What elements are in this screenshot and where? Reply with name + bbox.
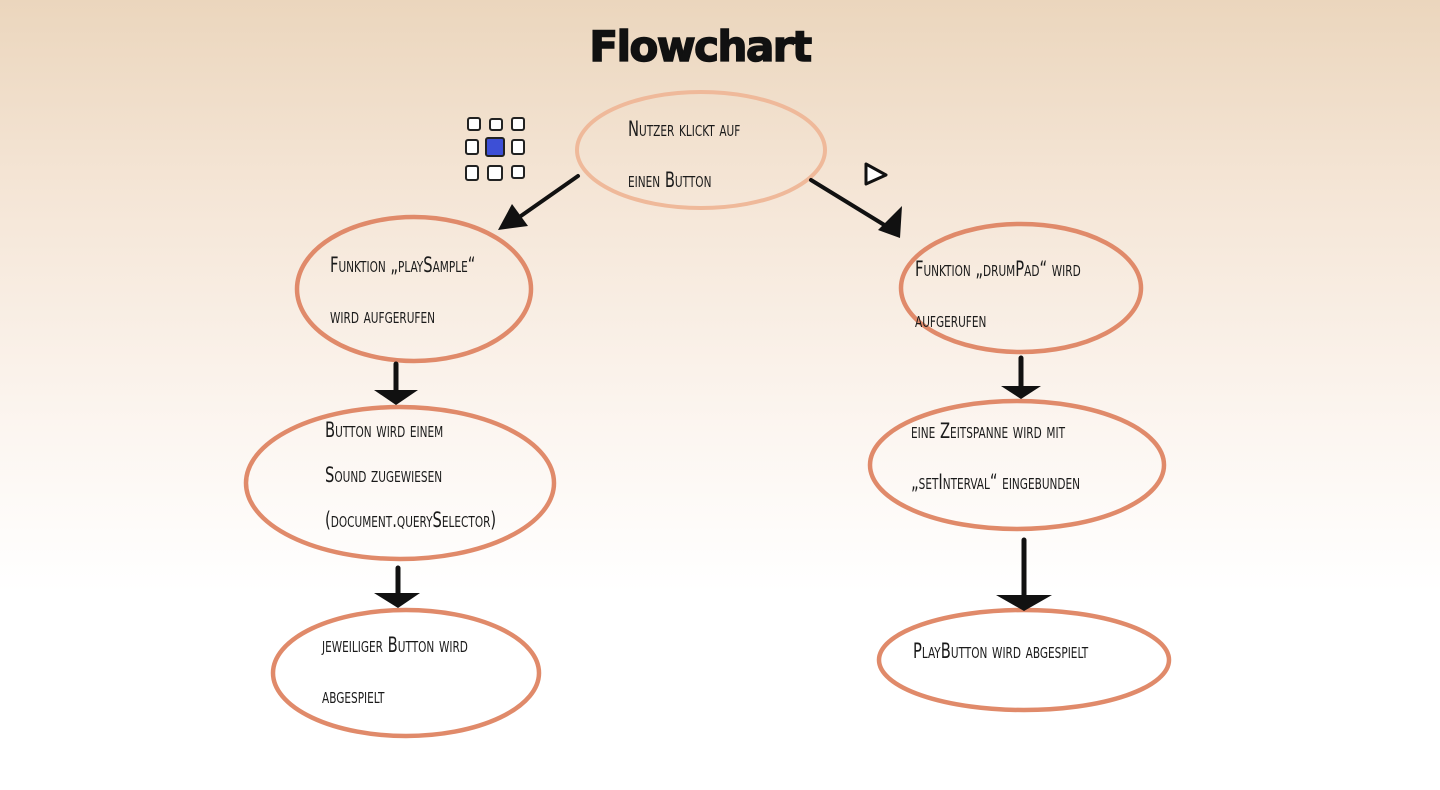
play-icon: [864, 162, 888, 186]
node-line: eine Zeitspanne wird mit: [911, 419, 1066, 443]
node-line: (document.querySelector): [325, 508, 497, 533]
node-right1-text: Funktion „drumPad“ wird aufgerufen: [915, 244, 1081, 347]
arrow-left1-to-left2: [374, 361, 418, 405]
node-line: Funktion „drumPad“ wird: [915, 257, 1081, 281]
node-left2-ellipse: [243, 404, 557, 562]
node-right2-ellipse: [867, 398, 1167, 532]
node-left1-text: Funktion „playSample“ wird aufgerufen: [330, 240, 475, 343]
node-start-ellipse: [575, 90, 827, 210]
node-line: PlayButton wird abgespielt: [913, 639, 1089, 663]
arrow-start-to-right1: [809, 178, 902, 238]
node-left2-text: Button wird einem Sound zugewiesen (docu…: [325, 408, 496, 543]
arrow-left2-to-left3: [374, 565, 420, 608]
arrow-start-to-left1: [498, 174, 580, 230]
node-line: Nutzer klickt auf: [628, 117, 741, 141]
page-title: Flowchart: [589, 21, 813, 72]
node-right2-text: eine Zeitspanne wird mit „setInterval“ e…: [911, 406, 1080, 509]
node-line: Sound zugewiesen: [325, 463, 443, 488]
node-line: Button wird einem: [325, 418, 444, 442]
node-start-text: Nutzer klickt auf einen Button: [628, 104, 740, 207]
node-line: aufgerufen: [915, 308, 987, 333]
node-line: abgespielt: [322, 684, 385, 709]
node-line: „setInterval“ eingebunden: [911, 470, 1081, 495]
node-line: jeweiliger Button wird: [322, 633, 468, 657]
node-left3-ellipse: [270, 607, 542, 739]
node-right3-text: PlayButton wird abgespielt: [913, 626, 1088, 677]
node-left1-ellipse: [294, 214, 534, 364]
node-line: Funktion „playSample“: [330, 253, 476, 277]
arrow-right2-to-right3: [996, 537, 1052, 611]
node-line: einen Button: [628, 168, 712, 193]
node-right1-ellipse: [898, 221, 1144, 355]
arrow-right1-to-right2: [1001, 355, 1041, 399]
node-line: wird aufgerufen: [330, 304, 435, 329]
node-left3-text: jeweiliger Button wird abgespielt: [322, 620, 468, 723]
drum-pad-grid-icon: [465, 117, 525, 181]
